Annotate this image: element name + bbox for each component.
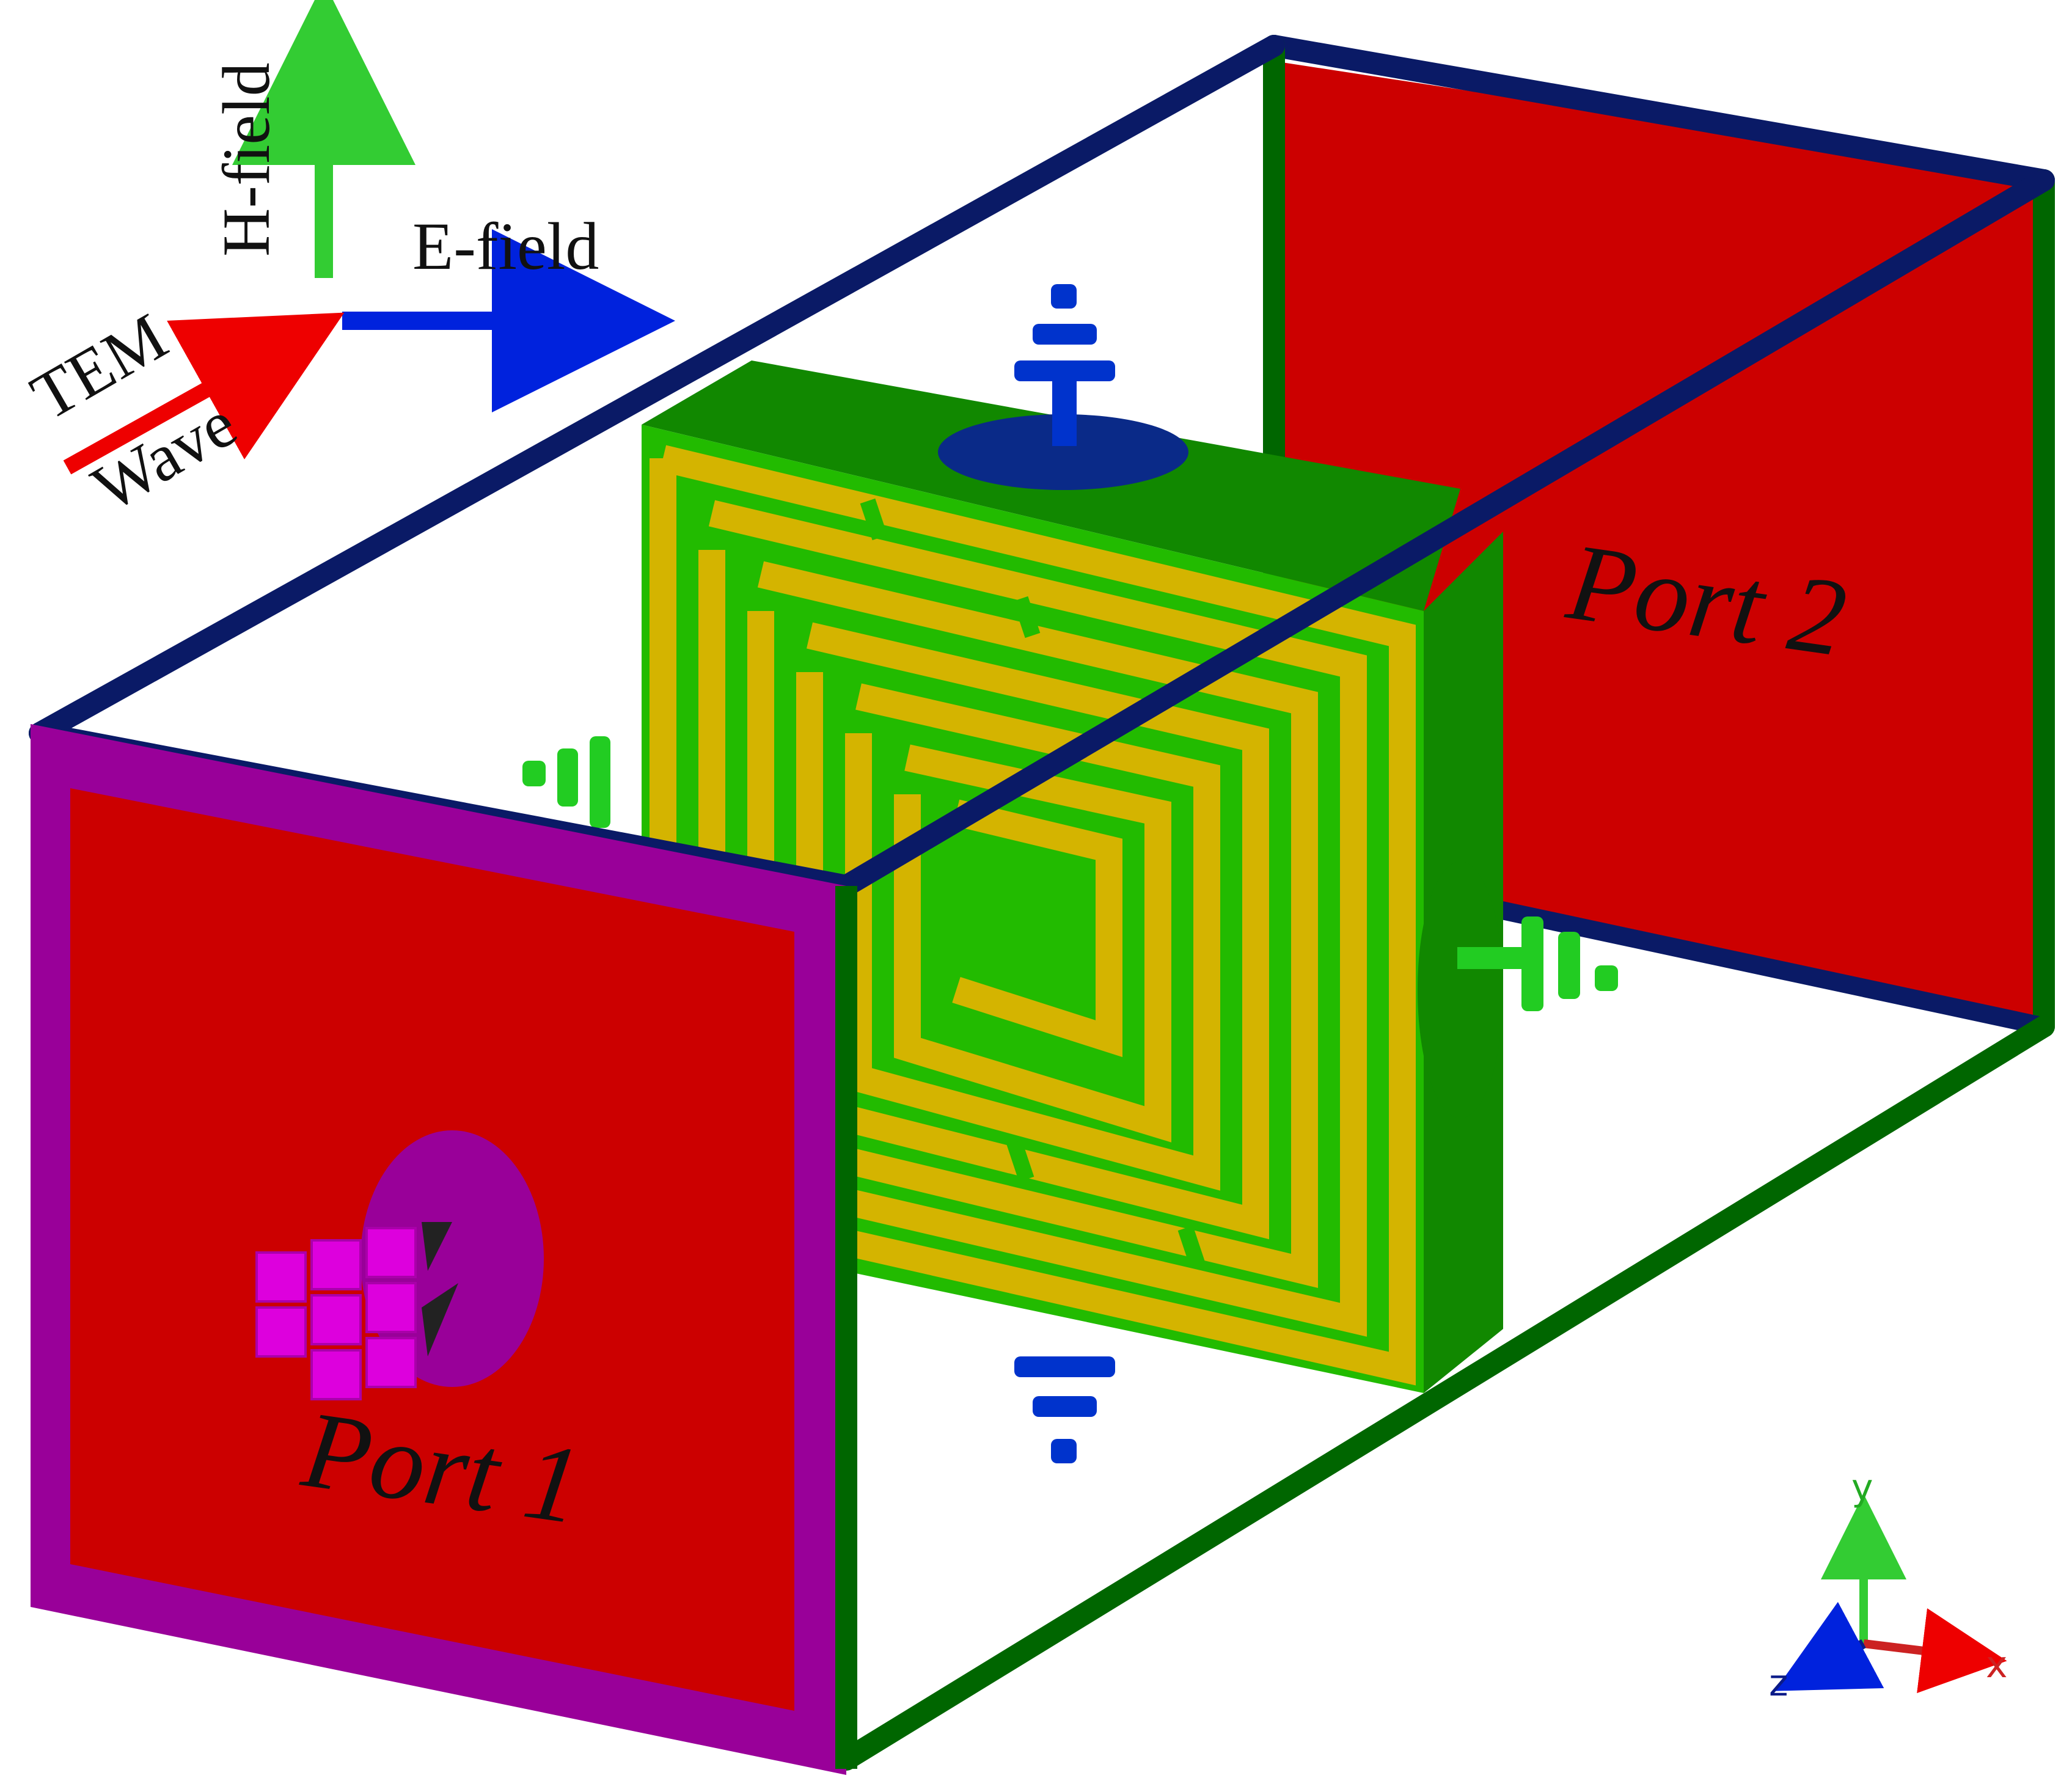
boundary-disc-top xyxy=(938,414,1188,490)
tem-wave-arrow xyxy=(63,312,345,475)
axis-triad: y x z xyxy=(1769,1466,2008,1705)
h-field-label: H-field xyxy=(209,62,284,257)
field-orientation-legend: H-field E-field TEM Wave xyxy=(19,0,675,526)
spiral-gaps xyxy=(860,498,1206,1268)
z-axis-arrow xyxy=(1774,1601,1884,1691)
magnetic-boundary-symbol-right xyxy=(1457,916,1618,1011)
z-axis-label: z xyxy=(1769,1662,1788,1705)
e-field-label: E-field xyxy=(412,209,599,284)
y-axis-label: y xyxy=(1851,1466,1873,1509)
x-axis-arrow xyxy=(1863,1608,2007,1694)
electric-boundary-symbol-top xyxy=(1014,284,1115,446)
waveguide-port-symbol xyxy=(255,1130,544,1400)
boundary-disc-right xyxy=(1418,862,1503,1118)
x-axis-label: x xyxy=(1986,1644,2008,1686)
magnetic-boundary-symbol-left xyxy=(522,736,610,828)
electric-boundary-symbol-bottom xyxy=(1014,1356,1115,1463)
